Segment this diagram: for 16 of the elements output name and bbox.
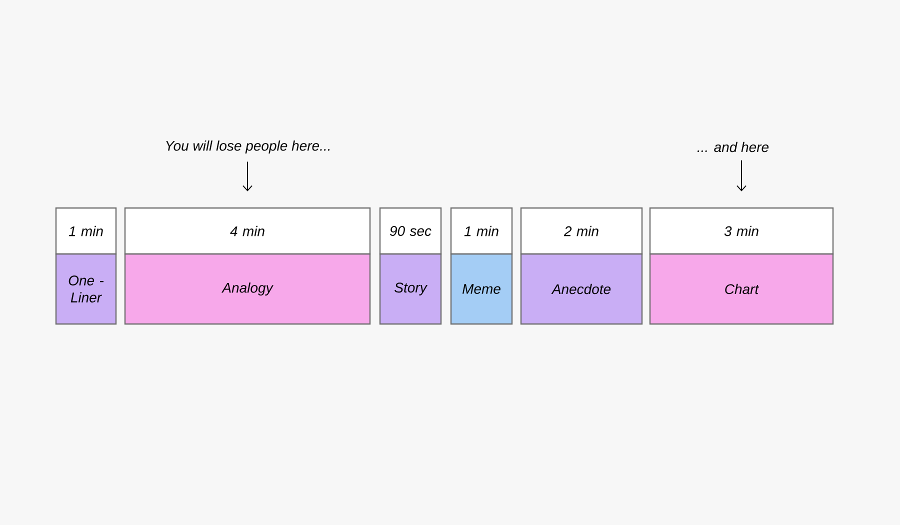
duration-box: 90 sec [379,207,442,255]
segment-box: Story [379,253,442,325]
duration-box: 1 min [450,207,513,255]
duration-box: 4 min [124,207,371,255]
duration-box: 2 min [520,207,643,255]
arrow [736,160,746,192]
arrow [242,161,252,192]
annotation-text: You will lose people here... [166,140,330,154]
segment-box: One - Liner [55,253,117,325]
segment-box: Anecdote [520,253,643,325]
segment-box: Analogy [124,253,371,325]
annotation-text: ... and here [698,142,769,152]
duration-box: 1 min [55,207,117,255]
segment-box: Chart [649,253,834,325]
segment-box: Meme [450,253,513,325]
duration-box: 3 min [649,207,834,255]
